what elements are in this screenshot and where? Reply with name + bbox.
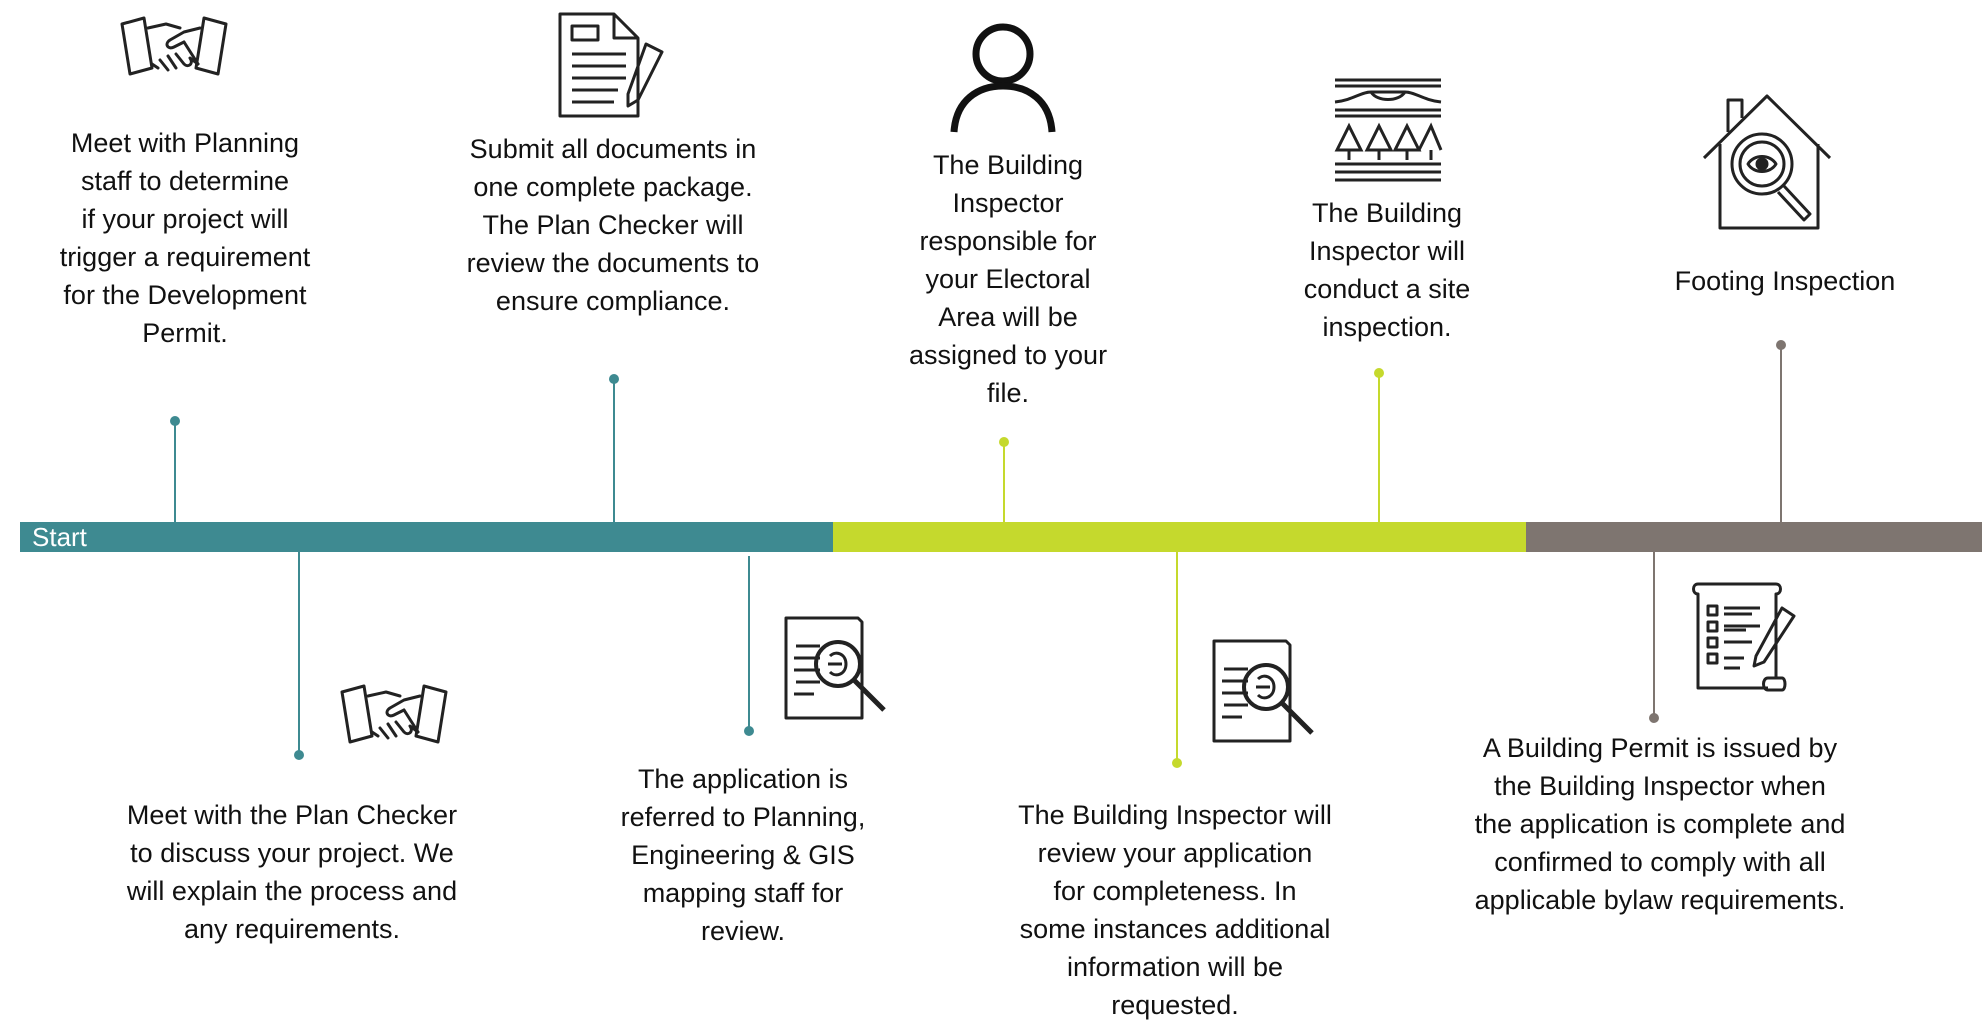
step-completeness-review-text: The Building Inspector will review your … — [1018, 800, 1332, 1020]
connector-plan-checker-meeting — [298, 552, 300, 755]
connector-permit-issued — [1653, 552, 1655, 717]
connector-site-inspection — [1378, 373, 1380, 522]
document-magnifier-icon — [780, 612, 892, 724]
checklist-pen-icon — [1686, 578, 1798, 696]
step-inspector-assigned-text: The Building Inspector responsible for y… — [908, 150, 1108, 408]
timeline-segment-planning — [20, 522, 833, 552]
connector-referral — [748, 556, 750, 730]
timeline-start-label: Start — [32, 522, 87, 552]
connector-dot — [609, 374, 619, 384]
site-landscape-icon — [1333, 76, 1443, 184]
connector-dot — [294, 750, 304, 760]
handshake-icon — [338, 678, 450, 760]
connector-planning-meeting — [174, 421, 176, 522]
connector-inspector-assigned — [1003, 442, 1005, 522]
step-site-inspection-text: The Building Inspector will conduct a si… — [1303, 198, 1471, 342]
connector-dot — [1172, 758, 1182, 768]
person-icon — [948, 22, 1058, 134]
timeline-segment-inspection — [833, 522, 1526, 552]
step-plan-checker-meeting-text: Meet with the Plan Checker to discuss yo… — [126, 800, 458, 944]
step-planning-meeting-text: Meet with Planning staff to determine if… — [59, 128, 311, 348]
house-inspection-icon — [1700, 88, 1835, 236]
connector-footing-inspection — [1780, 345, 1782, 522]
connector-dot — [1776, 340, 1786, 350]
step-footing-inspection-text: Footing Inspection — [1674, 266, 1896, 296]
document-magnifier-icon — [1208, 635, 1320, 747]
connector-dot — [999, 437, 1009, 447]
connector-dot — [1649, 713, 1659, 723]
connector-completeness-review — [1176, 552, 1178, 763]
handshake-icon — [118, 10, 230, 92]
connector-dot — [170, 416, 180, 426]
connector-submit-documents — [613, 379, 615, 522]
connector-dot — [744, 726, 754, 736]
step-referral-text: The application is referred to Planning,… — [620, 764, 866, 946]
step-permit-issued-text: A Building Permit is issued by the Build… — [1474, 733, 1846, 915]
connector-dot — [1374, 368, 1384, 378]
timeline-segment-permit — [1526, 522, 1982, 552]
step-submit-documents-text: Submit all documents in one complete pac… — [466, 134, 760, 316]
document-pen-icon — [556, 8, 671, 120]
